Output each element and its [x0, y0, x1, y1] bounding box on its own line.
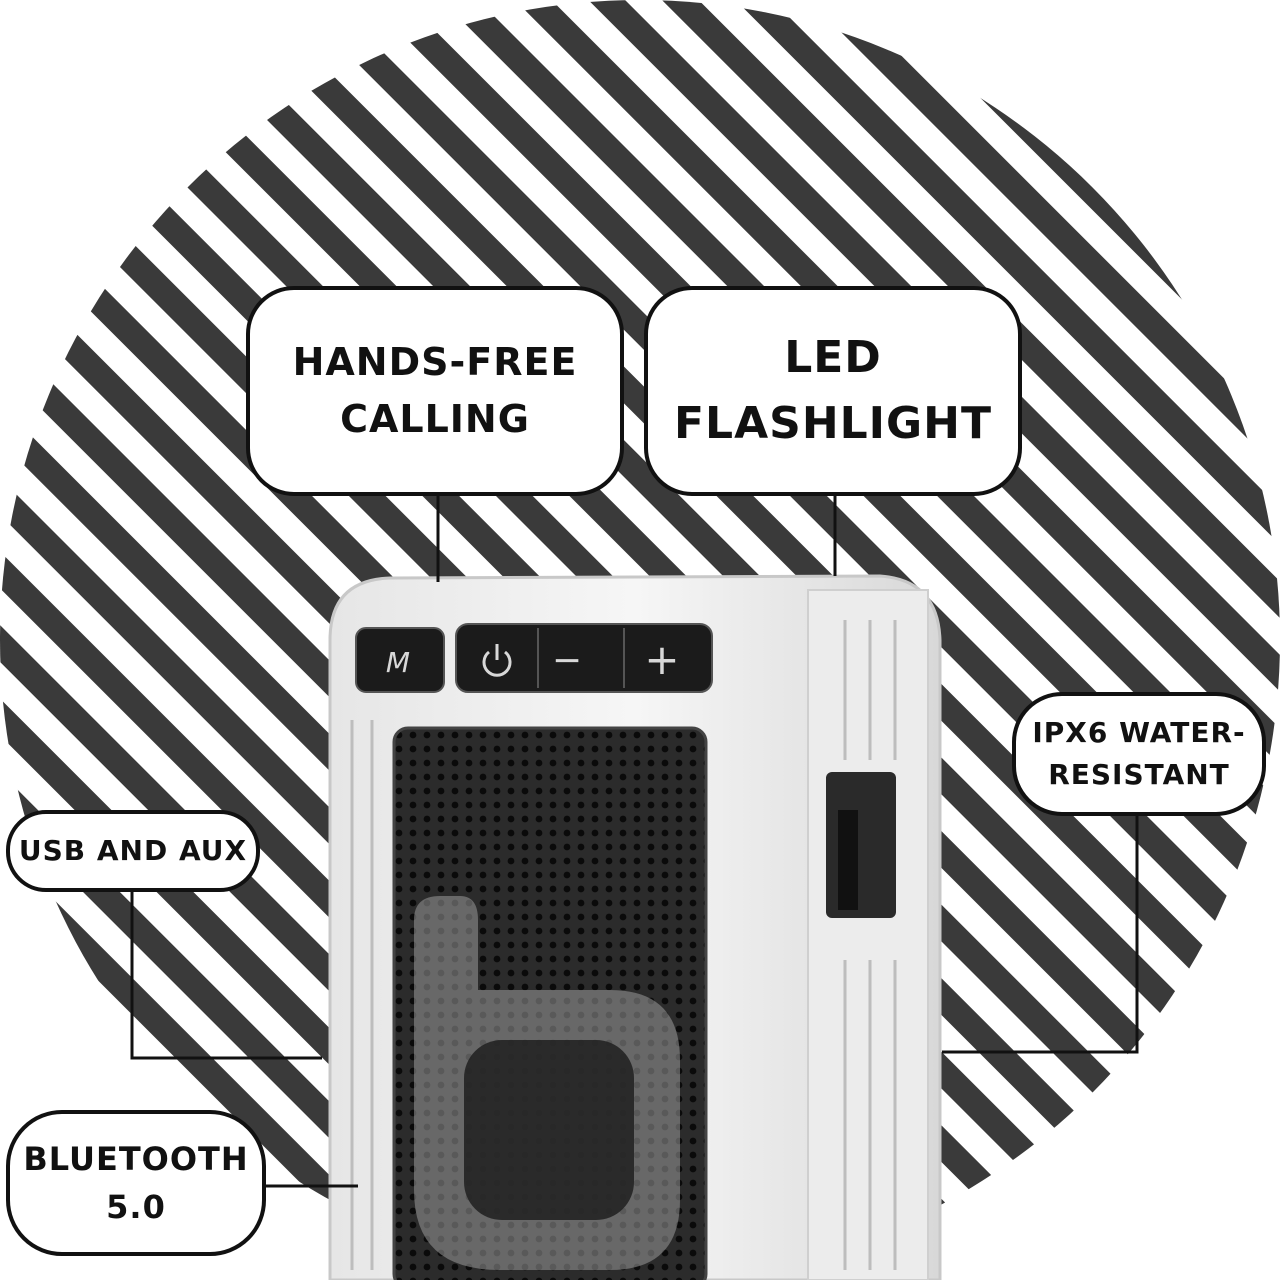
callout-line: FLASHLIGHT	[673, 398, 993, 449]
bluetooth-callout: BLUETOOTH 5.0	[6, 1110, 266, 1256]
mode-button	[355, 627, 445, 693]
callout-line: RESISTANT	[1048, 758, 1230, 791]
callout-line: IPX6 WATER-	[1032, 716, 1246, 749]
callout-line: LED	[784, 332, 882, 383]
minus-icon: −	[552, 640, 582, 681]
callout-line: HANDS-FREE	[292, 340, 578, 384]
hands-free-calling-callout: HANDS-FREE CALLING	[246, 286, 624, 496]
speaker-device: M − +	[328, 574, 942, 1280]
power-icon	[482, 644, 512, 677]
port-cover	[826, 772, 896, 918]
led-flashlight-callout: LED FLASHLIGHT	[644, 286, 1022, 496]
water-resistant-callout: IPX6 WATER- RESISTANT	[1012, 692, 1266, 816]
callout-connectors	[130, 496, 1139, 1188]
callout-line: USB AND AUX	[18, 834, 248, 867]
callout-line: CALLING	[340, 397, 530, 441]
plus-icon: +	[644, 635, 679, 684]
callout-line: BLUETOOTH	[23, 1140, 249, 1178]
side-ridges	[350, 620, 897, 1270]
control-buttons	[455, 623, 713, 693]
mode-icon: M	[386, 646, 410, 679]
usb-aux-callout: USB AND AUX	[6, 810, 260, 892]
speaker-side-panel	[807, 589, 929, 1280]
callout-line: 5.0	[106, 1188, 166, 1226]
